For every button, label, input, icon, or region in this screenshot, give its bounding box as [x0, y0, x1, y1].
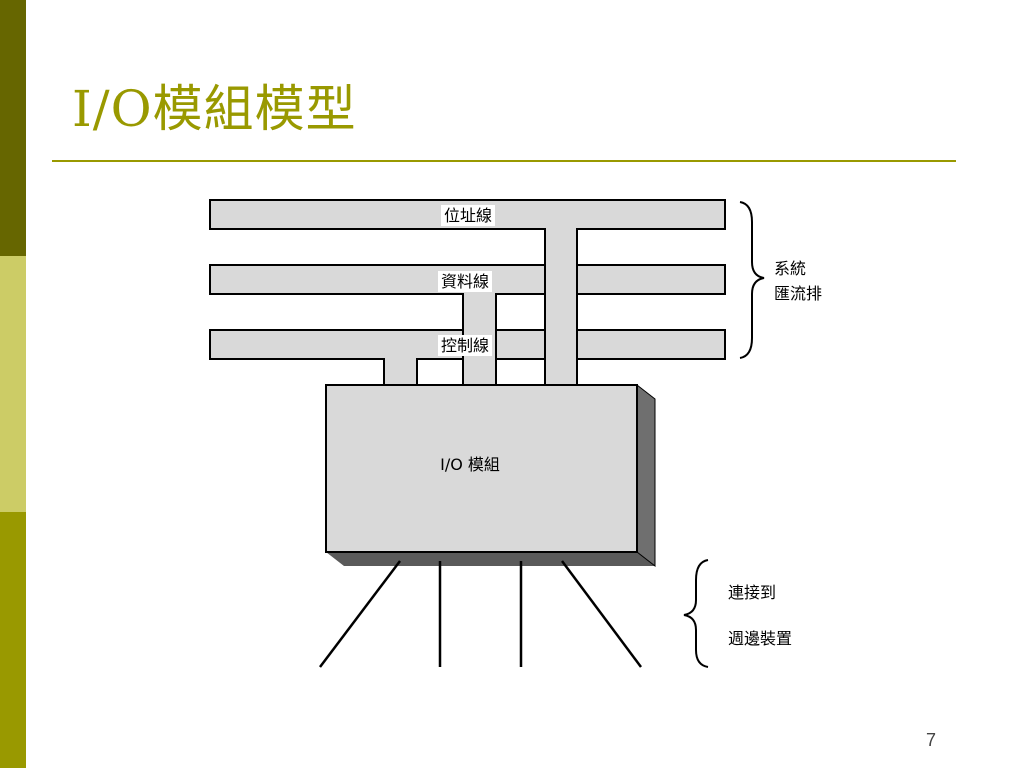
system-bus-brace: [739, 201, 765, 359]
address-bus-label: 位址線: [444, 206, 492, 225]
peripheral-label-line1: 連接到: [728, 583, 776, 602]
slide-title: I/O模組模型: [72, 80, 357, 138]
peripheral-label-line2: 週邊裝置: [728, 629, 792, 648]
side-stripe-top: [0, 0, 26, 256]
address-bus-label-background: [440, 205, 496, 226]
io-module-label: I/O 模組: [440, 455, 500, 474]
module-bottom-shadow: [326, 552, 655, 566]
system-bus-label-line2: 匯流排: [774, 284, 822, 303]
bus-connectors: [384, 228, 577, 385]
control-bus-label-background: [437, 335, 493, 356]
peripheral-lines: [319, 560, 643, 668]
side-stripe-bottom: [0, 512, 26, 768]
data-bus-label: 資料線: [441, 272, 489, 291]
peripheral-brace: [683, 559, 709, 668]
io-module-box: [325, 384, 638, 553]
page-number: 7: [925, 730, 936, 750]
title-underline: [52, 160, 956, 162]
system-bus-label-line1: 系統: [774, 259, 806, 278]
module-side-shadow: [636, 383, 656, 568]
control-bus-label: 控制線: [441, 336, 489, 355]
data-bus-label-background: [437, 271, 493, 292]
side-stripe-middle: [0, 256, 26, 512]
